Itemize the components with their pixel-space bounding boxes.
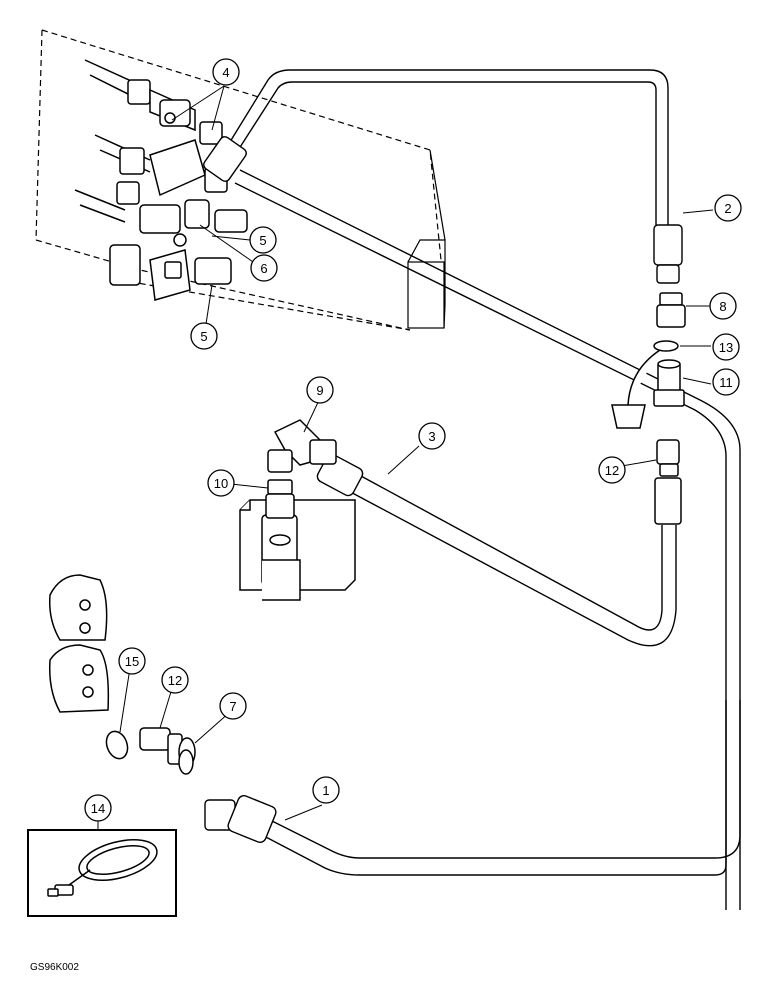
hose-3 <box>316 453 677 647</box>
callout-circle <box>306 376 334 404</box>
callout-10: 10 <box>207 469 235 497</box>
callout-label: 3 <box>428 429 435 444</box>
callout-5-right: 5 <box>249 226 277 254</box>
callout-label: 2 <box>724 201 731 216</box>
callout-label: 1 <box>322 783 329 798</box>
callout-3: 3 <box>418 422 446 450</box>
callout-circle <box>219 692 247 720</box>
callout-5-bottom: 5 <box>190 322 218 350</box>
callout-circle <box>250 254 278 282</box>
diagonal-tube <box>234 169 741 910</box>
callout-1: 1 <box>312 776 340 804</box>
callout-label: 5 <box>200 329 207 344</box>
callout-circle <box>212 58 240 86</box>
fitting-9-elbow <box>267 419 337 473</box>
callout-label: 15 <box>125 654 139 669</box>
callout-circle <box>161 666 189 694</box>
callout-circle <box>190 322 218 350</box>
callout-circle <box>714 194 742 222</box>
hose-1 <box>204 700 741 876</box>
callout-label: 14 <box>91 801 105 816</box>
callout-circle <box>118 647 146 675</box>
callout-9: 9 <box>306 376 334 404</box>
callout-label: 11 <box>719 375 733 390</box>
callout-circle <box>84 794 112 822</box>
callout-circle <box>312 776 340 804</box>
mount-blocks <box>48 574 110 713</box>
callout-7: 7 <box>219 692 247 720</box>
callout-label: 4 <box>222 65 229 80</box>
callout-2: 2 <box>714 194 742 222</box>
valve-fittings-cluster <box>74 59 248 301</box>
callout-12-left: 12 <box>161 666 189 694</box>
leader-lines <box>97 85 714 830</box>
callout-label: 13 <box>719 340 733 355</box>
fitting-8 <box>656 292 686 328</box>
manifold-block <box>239 479 356 601</box>
callout-label: 10 <box>214 476 228 491</box>
callout-15: 15 <box>118 647 146 675</box>
hose-2 <box>203 69 683 284</box>
callout-circle <box>418 422 446 450</box>
callouts: 1 2 3 4 5 5 6 7 8 9 10 11 12 12 13 14 15 <box>84 58 742 822</box>
callout-label: 12 <box>168 673 182 688</box>
callout-label: 12 <box>605 463 619 478</box>
callout-circle <box>207 469 235 497</box>
callout-label: 6 <box>260 261 267 276</box>
callout-12-right: 12 <box>598 456 626 484</box>
fitting-12-right <box>654 439 682 525</box>
callout-8: 8 <box>709 292 737 320</box>
callout-14: 14 <box>84 794 112 822</box>
callout-4: 4 <box>212 58 240 86</box>
frame-panel <box>35 29 446 331</box>
lower-fittings <box>105 727 196 775</box>
callout-circle <box>712 368 740 396</box>
callout-6: 6 <box>250 254 278 282</box>
callout-label: 8 <box>719 299 726 314</box>
callout-circle <box>712 333 740 361</box>
callout-label: 5 <box>259 233 266 248</box>
cap-and-oring <box>611 340 685 429</box>
callout-11: 11 <box>712 368 740 396</box>
callout-label: 9 <box>316 383 323 398</box>
callout-circle <box>709 292 737 320</box>
inset-box-14 <box>27 829 177 917</box>
callout-circle <box>598 456 626 484</box>
callout-label: 7 <box>229 699 236 714</box>
callout-circle <box>249 226 277 254</box>
figure-code: GS96K002 <box>30 962 79 973</box>
callout-13: 13 <box>712 333 740 361</box>
